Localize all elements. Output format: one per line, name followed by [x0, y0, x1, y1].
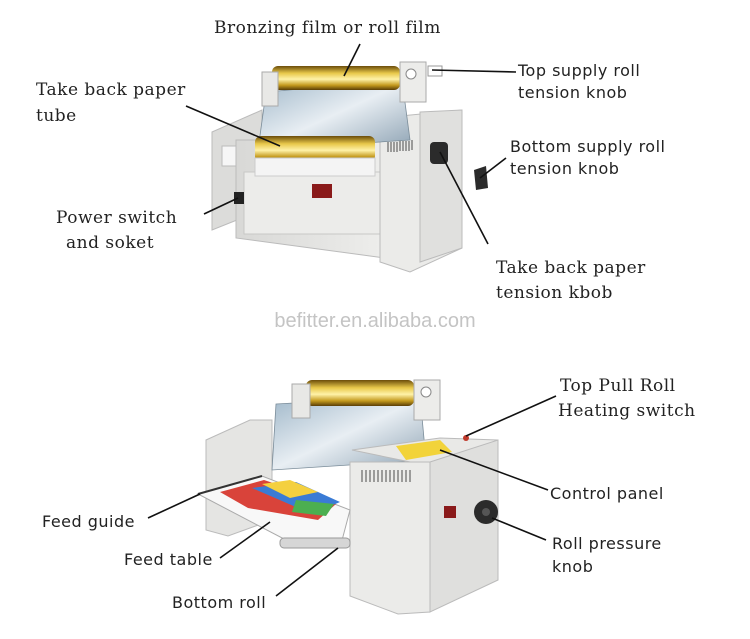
label-take-back-tension-line1: Take back paper [496, 258, 646, 278]
label-take-back-tube-line1: Take back paper [36, 80, 186, 100]
label-power-switch-line2: and soket [66, 233, 155, 253]
leader-lines [147, 43, 557, 597]
top-logo-plate [312, 184, 332, 198]
top-take-back-tube [255, 136, 375, 162]
top-power-switch-shape [234, 192, 244, 204]
label-roll-pressure-line2: knob [552, 557, 594, 576]
bottom-heating-switch-shape [463, 435, 469, 441]
top-roll-holder-left [261, 71, 279, 107]
top-roll-holder-right [399, 61, 427, 103]
bottom-top-gold-roll [306, 380, 414, 406]
top-supply-knob-shape [427, 65, 443, 77]
leader-roll-pressure [491, 517, 547, 541]
label-take-back-tube-line2: tube [36, 106, 77, 126]
bottom-right-housing-side [429, 439, 499, 613]
leader-control-panel [439, 449, 549, 491]
label-top-pull-line2: Heating switch [558, 401, 696, 421]
bottom-machine [196, 379, 499, 615]
leader-bottom-supply [479, 157, 507, 179]
bottom-feed-guide-shape [197, 475, 263, 495]
bottom-bottom-roll-shape [279, 537, 351, 549]
label-bottom-supply-line1: Bottom supply roll [510, 137, 666, 156]
bottom-roll-holder-left [291, 383, 311, 419]
bottom-logo-plate [444, 506, 456, 518]
label-top-pull-line1: Top Pull Roll [560, 376, 676, 396]
leader-top-pull [465, 395, 557, 437]
top-machine [211, 61, 488, 273]
leader-take-back-tube [185, 105, 281, 147]
top-paper-roll [254, 157, 376, 177]
leader-top-supply [431, 69, 517, 73]
bottom-right-housing-front [349, 461, 431, 615]
label-top-supply-line2: tension knob [518, 83, 628, 102]
leader-feed-table [219, 521, 271, 559]
label-feed-guide: Feed guide [42, 512, 135, 531]
leader-bottom-roll [275, 547, 339, 597]
top-right-housing-side [419, 109, 463, 263]
bottom-roll-hub [420, 386, 432, 398]
bottom-paper-yellow [262, 480, 318, 498]
bottom-knob-center [482, 508, 490, 516]
leader-power-switch [203, 197, 239, 215]
leader-bronzing-film [343, 43, 361, 77]
bottom-paper-green [292, 500, 334, 516]
top-bronzing-roll [272, 66, 400, 90]
label-bronzing-film: Bronzing film or roll film [214, 18, 441, 38]
bottom-vent [361, 470, 411, 482]
top-side-sticker [221, 145, 237, 167]
label-roll-pressure-line1: Roll pressure [552, 534, 662, 553]
label-top-supply-line1: Top supply roll [518, 61, 641, 80]
top-front-plate [243, 171, 383, 235]
leader-take-back-tension [439, 151, 489, 245]
label-control-panel: Control panel [550, 484, 664, 503]
label-bottom-roll: Bottom roll [172, 593, 267, 612]
top-vent [387, 140, 413, 152]
label-take-back-tension-line2: tension kbob [496, 283, 613, 303]
leader-feed-guide [147, 493, 201, 519]
top-roll-hub [405, 68, 417, 80]
watermark: befitter.en.alibaba.com [274, 310, 476, 332]
bottom-roll-holder-right [413, 379, 441, 421]
label-power-switch-line1: Power switch [56, 208, 178, 228]
bottom-control-panel-sticker [396, 440, 452, 460]
label-bottom-supply-line2: tension knob [510, 159, 620, 178]
label-feed-table: Feed table [124, 550, 213, 569]
